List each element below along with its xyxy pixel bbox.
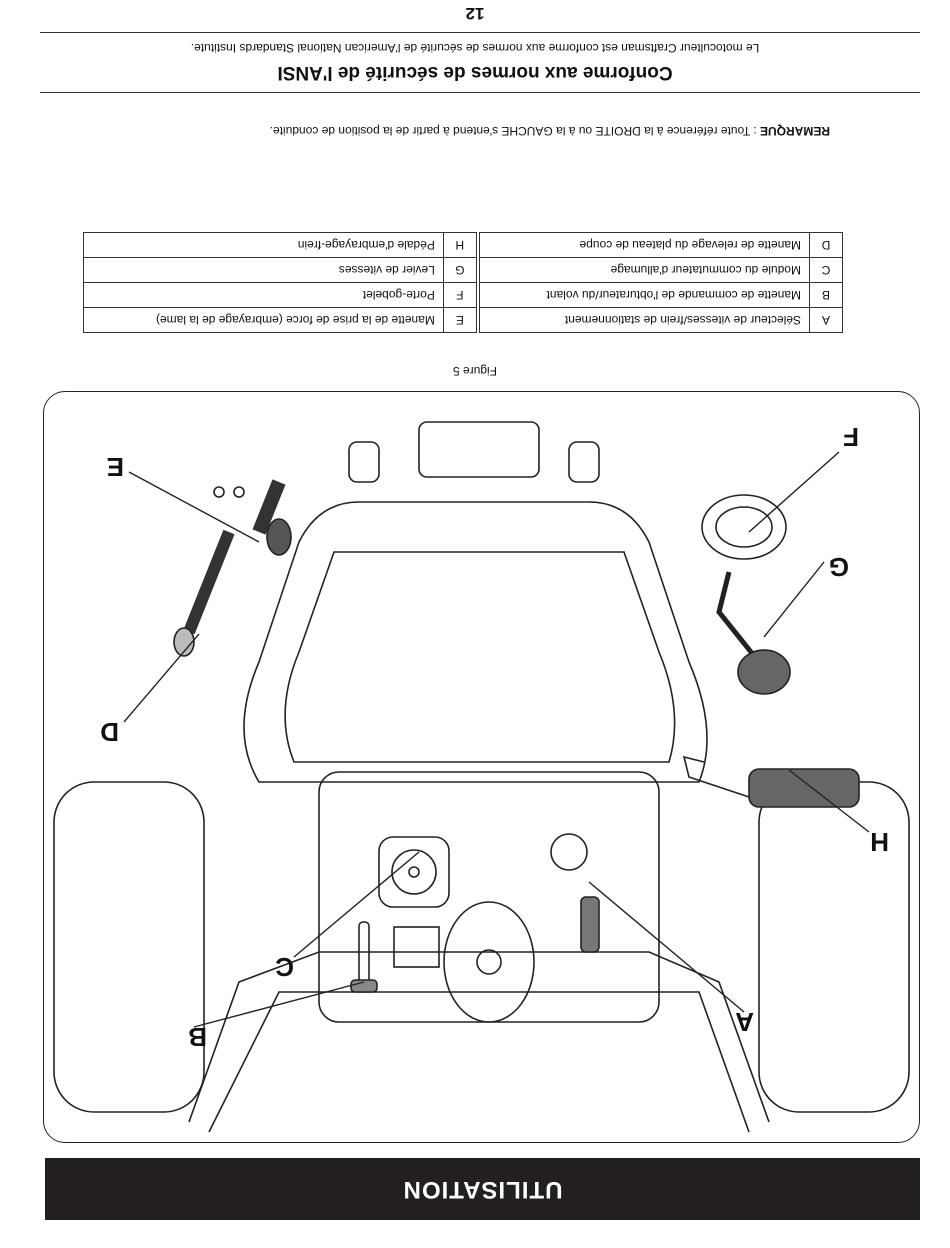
callout-leaders: [123, 451, 870, 1028]
callout-g: G: [828, 552, 849, 582]
pto-lever: [252, 479, 286, 535]
callout-d: D: [100, 717, 119, 747]
divider: [40, 32, 920, 33]
legend-text: Sélecteur de vitesses/frein de stationne…: [479, 307, 810, 333]
tractor-drawing: [53, 421, 910, 1133]
legend-key: D: [809, 232, 843, 258]
right-rear-wheel: [53, 781, 205, 1113]
seat-springs: [348, 441, 600, 483]
legend-key: A: [809, 307, 843, 333]
callout-b: B: [188, 1022, 207, 1052]
rear-fender: [188, 951, 770, 1123]
callout-e: E: [106, 452, 124, 482]
seat: [243, 501, 708, 783]
figure-caption: Figure 5: [452, 364, 498, 378]
banner-title: UTILISATION: [402, 1176, 563, 1203]
fuel-cap: [476, 949, 502, 975]
legend-table: A Sélecteur de vitesses/frein de station…: [83, 232, 843, 333]
table-row: D Manette de relevage du plateau de coup…: [83, 232, 843, 258]
legend-key: C: [809, 257, 843, 283]
legend-text: Pédale d'embrayage-frein: [83, 232, 444, 258]
legend-key: B: [809, 282, 843, 308]
legend-key: E: [443, 307, 477, 333]
divider: [40, 92, 920, 93]
section-text: Le motoculteur Craftsman est conforme au…: [190, 41, 760, 55]
cup-holder: [701, 494, 787, 560]
legend-text: Manette de la prise de force (embrayage …: [83, 307, 444, 333]
legend-key: G: [443, 257, 477, 283]
table-row: B Manette de commande de l'obturateur/du…: [83, 282, 843, 308]
callout-h: H: [870, 827, 889, 857]
section-title: Conforme aux normes de sécurité de l'ANS…: [277, 62, 673, 83]
legend-text: Module du commutateur d'allumage: [479, 257, 810, 283]
deck-lift-lever: [183, 529, 235, 635]
tractor-illustration: A B C D E F G H: [43, 391, 920, 1143]
panel-square: [393, 926, 440, 968]
remark-text: : Toute référence à la DROITE ou à la GA…: [269, 124, 760, 138]
callout-f: F: [843, 422, 859, 452]
gear-selector: [580, 896, 600, 953]
legend-key: F: [443, 282, 477, 308]
legend-text: Manette de relevage du plateau de coupe: [479, 232, 810, 258]
fuel-tank: [443, 901, 535, 1023]
utilisation-banner: UTILISATION: [45, 1158, 920, 1220]
remark-note: REMARQUE : Toute référence à la DROITE o…: [270, 124, 830, 138]
table-row: C Module du commutateur d'allumage G Lev…: [83, 257, 843, 283]
remark-label: REMARQUE: [759, 124, 830, 138]
table-row: A Sélecteur de vitesses/frein de station…: [83, 307, 843, 333]
callout-a: A: [735, 1007, 754, 1037]
legend-key: H: [443, 232, 477, 258]
gear-lever: [716, 571, 761, 664]
ignition-module: [378, 836, 450, 908]
ignition-switch: [391, 849, 437, 895]
page-number: 12: [465, 4, 485, 23]
callout-c: C: [275, 952, 294, 982]
battery-box: [418, 421, 540, 478]
legend-text: Porte-gobelet: [83, 282, 444, 308]
legend-text: Levier de vitesses: [83, 257, 444, 283]
legend-text: Manette de commande de l'obturateur/du v…: [479, 282, 810, 308]
clutch-pedal: [748, 768, 860, 808]
